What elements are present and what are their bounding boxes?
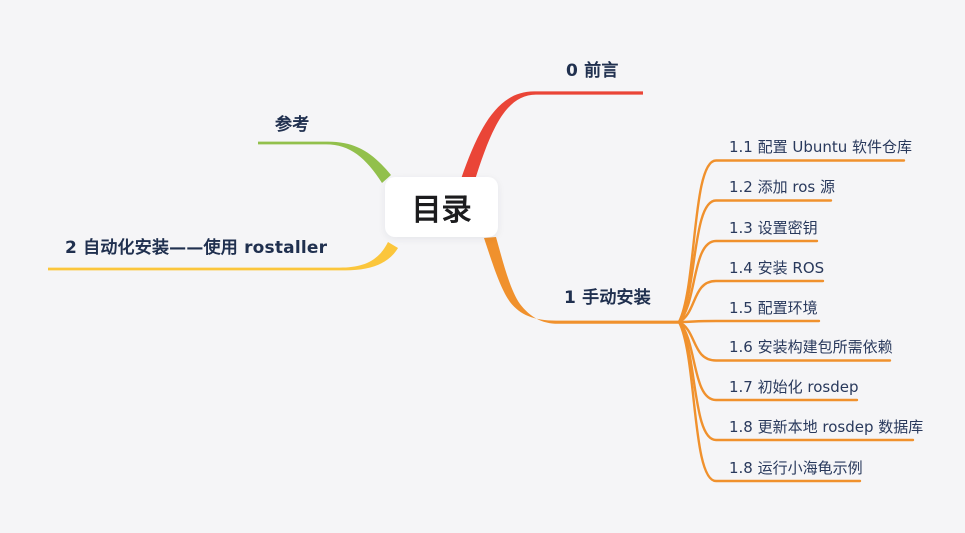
branch-curve-manual-install	[484, 237, 679, 324]
subtopic-label-1-8b[interactable]: 1.8 运行小海龟示例	[729, 459, 863, 477]
branch-curve-reference	[258, 141, 391, 183]
subtopic-label-1-4[interactable]: 1.4 安装 ROS	[729, 259, 825, 277]
subtopic-label-1-2[interactable]: 1.2 添加 ros 源	[729, 178, 835, 196]
subtopic-curve-1-6	[677, 320, 892, 362]
subtopic-curve-1-8b	[677, 320, 862, 483]
subtopic-label-1-3[interactable]: 1.3 设置密钥	[729, 219, 818, 237]
root-topic[interactable]: 目录	[385, 177, 498, 237]
subtopic-label-1-1[interactable]: 1.1 配置 Ubuntu 软件仓库	[729, 138, 913, 156]
branch-curve-auto-install	[48, 242, 398, 271]
subtopic-label-1-7[interactable]: 1.7 初始化 rosdep	[729, 378, 859, 396]
subtopic-curve-1-3	[677, 239, 819, 324]
branch-label-reference[interactable]: 参考	[275, 115, 310, 135]
subtopic-curve-1-1	[677, 159, 906, 324]
branch-label-auto-install[interactable]: 2 自动化安装——使用 rostaller	[65, 238, 328, 258]
subtopic-label-1-5[interactable]: 1.5 配置环境	[729, 299, 818, 317]
branch-label-manual-install[interactable]: 1 手动安装	[564, 288, 651, 308]
subtopic-curve-1-2	[677, 199, 833, 324]
subtopic-curve-1-5	[677, 319, 821, 324]
subtopic-connector-group	[677, 159, 915, 483]
branch-curve-preface	[461, 91, 643, 183]
subtopic-curve-1-4	[677, 279, 825, 324]
branch-label-preface[interactable]: 0 前言	[566, 61, 619, 81]
subtopic-label-1-6[interactable]: 1.6 安装构建包所需依赖	[729, 338, 893, 356]
subtopic-curve-1-7	[677, 320, 859, 402]
subtopic-label-1-8a[interactable]: 1.8 更新本地 rosdep 数据库	[729, 418, 924, 436]
